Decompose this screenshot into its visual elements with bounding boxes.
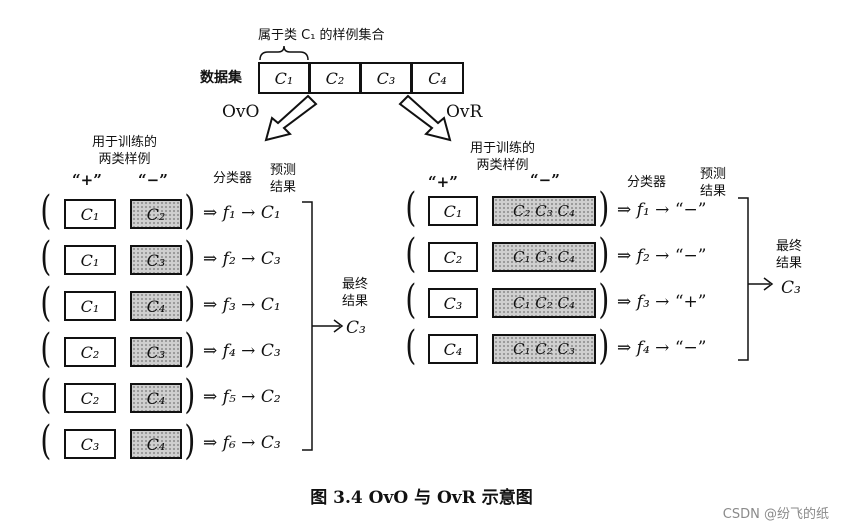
positive-class-box: C₄ <box>428 334 478 364</box>
ovr-classifier-header: 分类器 <box>627 175 667 190</box>
ovr-final-label: 最终 结果 <box>776 239 803 271</box>
classifier-name: f₃ <box>636 292 650 312</box>
positive-class-box: C₁ <box>64 245 116 275</box>
classifier-expression: ⇒ f₄ → “−” <box>617 338 707 358</box>
ovo-arrow <box>264 94 318 142</box>
positive-class-box: C₂ <box>428 242 478 272</box>
left-paren: ( <box>405 277 417 323</box>
classifier-name: f₁ <box>222 203 236 223</box>
right-paren: ) <box>184 326 196 372</box>
prediction-value: C₁ <box>260 295 281 315</box>
dataset-cell: C₃ <box>360 62 412 94</box>
classifier-expression: ⇒ f₃ → C₁ <box>203 295 281 315</box>
right-paren: ) <box>598 231 610 277</box>
ovo-final-label: 最终 结果 <box>342 277 369 309</box>
left-paren: ( <box>40 418 52 464</box>
classifier-expression: ⇒ f₂ → “−” <box>617 246 707 266</box>
figure-caption: 图 3.4 OvO 与 OvR 示意图 <box>310 488 533 508</box>
classifier-expression: ⇒ f₃ → “+” <box>617 292 707 312</box>
left-paren: ( <box>40 326 52 372</box>
negative-class-box: C₁ C₃ C₄ <box>492 242 596 272</box>
left-paren: ( <box>40 234 52 280</box>
ovo-pred-header: 预测 结果 <box>270 163 297 195</box>
dataset-label: 数据集 <box>200 70 242 86</box>
ovr-pair-header: 用于训练的 两类样例 <box>470 141 536 173</box>
classifier-name: f₆ <box>222 433 236 453</box>
left-paren: ( <box>405 231 417 277</box>
negative-class-box: C₃ <box>130 337 182 367</box>
ovr-final-value: C₃ <box>781 278 801 298</box>
ovo-result-bracket <box>302 201 344 451</box>
negative-class-box: C₃ <box>130 245 182 275</box>
classifier-name: f₄ <box>222 341 236 361</box>
left-paren: ( <box>40 188 52 234</box>
classifier-name: f₂ <box>222 249 236 269</box>
negative-class-box: C₁ C₂ C₃ <box>492 334 596 364</box>
ovr-result-bracket <box>738 197 774 361</box>
ovr-neg-header: “−” <box>530 171 560 189</box>
prediction-value: C₂ <box>260 387 281 407</box>
subset-label: 属于类 C₁ 的样例集合 <box>258 28 385 43</box>
prediction-value: C₁ <box>260 203 281 223</box>
right-paren: ) <box>184 372 196 418</box>
classifier-expression: ⇒ f₁ → C₁ <box>203 203 281 223</box>
classifier-expression: ⇒ f₁ → “−” <box>617 200 707 220</box>
negative-class-box: C₄ <box>130 291 182 321</box>
prediction-value: C₃ <box>260 341 281 361</box>
ovr-method-label: OvR <box>446 102 483 122</box>
positive-class-box: C₃ <box>428 288 478 318</box>
prediction-value: C₃ <box>260 249 281 269</box>
negative-class-box: C₂ <box>130 199 182 229</box>
classifier-name: f₁ <box>636 200 650 220</box>
classifier-name: f₅ <box>222 387 236 407</box>
ovo-pos-header: “+” <box>72 171 102 189</box>
ovo-final-value: C₃ <box>346 318 366 338</box>
prediction-value: “−” <box>674 338 707 358</box>
right-paren: ) <box>598 323 610 369</box>
negative-class-box: C₄ <box>130 429 182 459</box>
positive-class-box: C₂ <box>64 337 116 367</box>
classifier-name: f₃ <box>222 295 236 315</box>
left-paren: ( <box>40 280 52 326</box>
ovr-pos-header: “+” <box>428 173 458 191</box>
positive-class-box: C₁ <box>64 199 116 229</box>
classifier-expression: ⇒ f₂ → C₃ <box>203 249 281 269</box>
right-paren: ) <box>184 280 196 326</box>
dataset-cell: C₄ <box>411 62 464 94</box>
right-paren: ) <box>184 188 196 234</box>
watermark: CSDN @纷飞的纸 <box>722 507 829 522</box>
left-paren: ( <box>405 185 417 231</box>
negative-class-box: C₁ C₂ C₄ <box>492 288 596 318</box>
positive-class-box: C₃ <box>64 429 116 459</box>
prediction-value: “−” <box>674 246 707 266</box>
classifier-expression: ⇒ f₄ → C₃ <box>203 341 281 361</box>
prediction-value: “−” <box>674 200 707 220</box>
dataset-cell: C₁ <box>258 62 310 94</box>
classifier-expression: ⇒ f₆ → C₃ <box>203 433 281 453</box>
ovr-pred-header: 预测 结果 <box>700 167 727 199</box>
negative-class-box: C₂ C₃ C₄ <box>492 196 596 226</box>
negative-class-box: C₄ <box>130 383 182 413</box>
ovr-arrow <box>398 94 452 142</box>
right-paren: ) <box>598 185 610 231</box>
positive-class-box: C₁ <box>64 291 116 321</box>
positive-class-box: C₂ <box>64 383 116 413</box>
positive-class-box: C₁ <box>428 196 478 226</box>
right-paren: ) <box>598 277 610 323</box>
right-paren: ) <box>184 234 196 280</box>
ovo-pair-header: 用于训练的 两类样例 <box>92 135 158 167</box>
ovo-method-label: OvO <box>222 102 260 122</box>
subset-brace <box>259 45 309 61</box>
left-paren: ( <box>405 323 417 369</box>
left-paren: ( <box>40 372 52 418</box>
classifier-name: f₂ <box>636 246 650 266</box>
prediction-value: C₃ <box>260 433 281 453</box>
dataset-cell: C₂ <box>309 62 361 94</box>
right-paren: ) <box>184 418 196 464</box>
classifier-expression: ⇒ f₅ → C₂ <box>203 387 281 407</box>
ovo-neg-header: “−” <box>138 171 168 189</box>
ovo-classifier-header: 分类器 <box>213 171 253 186</box>
prediction-value: “+” <box>674 292 707 312</box>
classifier-name: f₄ <box>636 338 650 358</box>
